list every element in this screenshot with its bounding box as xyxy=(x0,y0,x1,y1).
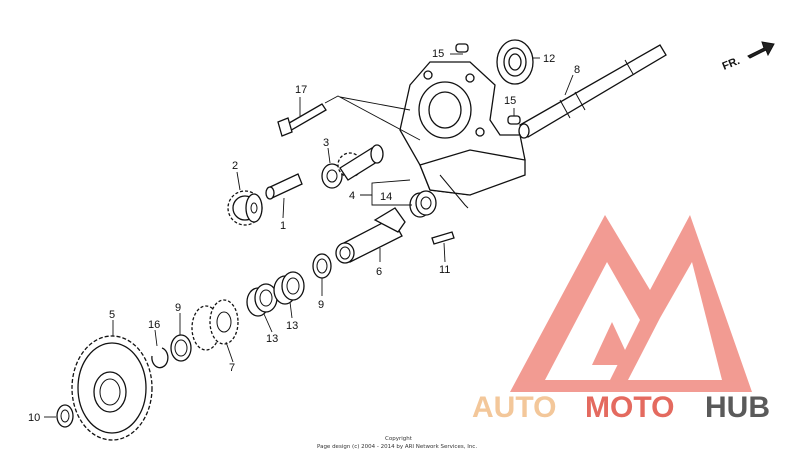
bearing xyxy=(496,39,534,85)
pin xyxy=(431,231,455,245)
label-4: 4 xyxy=(349,190,355,202)
label-6: 6 xyxy=(376,266,382,278)
label-9-lower: 9 xyxy=(175,302,181,314)
label-2: 2 xyxy=(232,160,238,172)
leader-bolt xyxy=(324,95,421,141)
footer-copyright-title: Copyright xyxy=(385,436,413,442)
label-17: 17 xyxy=(295,84,307,96)
watermark-hub: HUB xyxy=(705,391,770,424)
label-13-left: 13 xyxy=(266,333,278,345)
label-16: 16 xyxy=(148,319,160,331)
dowel-pin-lower xyxy=(507,115,521,125)
needle-bearing-13b xyxy=(273,271,305,305)
gear-assembly xyxy=(321,144,384,189)
gear-small xyxy=(227,190,263,226)
washer-lower xyxy=(170,334,192,362)
label-10: 10 xyxy=(28,412,40,424)
label-12: 12 xyxy=(543,53,555,65)
label-3: 3 xyxy=(323,137,329,149)
footer-copyright-line: Page design (c) 2004 - 2014 by ARI Netwo… xyxy=(317,444,477,450)
label-13-right: 13 xyxy=(286,320,298,332)
dowel-pin-upper xyxy=(455,43,469,53)
label-7: 7 xyxy=(229,362,235,374)
front-arrow-icon xyxy=(747,41,775,59)
watermark-logo xyxy=(510,215,752,392)
watermark-auto: AUTO xyxy=(472,391,556,424)
washer-upper xyxy=(312,253,332,279)
needle-bearing-13a xyxy=(246,283,278,317)
watermark-moto: MOTO xyxy=(585,391,674,424)
large-gear xyxy=(71,335,153,441)
housing xyxy=(399,61,526,209)
label-15-lower: 15 xyxy=(504,95,516,107)
collar xyxy=(265,173,303,200)
watermark-text: AUTO MOTO HUB xyxy=(472,391,770,424)
front-label: FR. xyxy=(721,55,742,73)
bolt xyxy=(277,103,327,137)
label-8: 8 xyxy=(574,64,580,76)
leader-housing xyxy=(339,96,411,111)
label-14: 14 xyxy=(380,191,392,203)
circlip xyxy=(151,347,169,369)
needle-bearing-14 xyxy=(409,190,437,218)
label-5: 5 xyxy=(109,309,115,321)
label-11: 11 xyxy=(439,264,450,276)
main-shaft xyxy=(518,44,667,139)
label-1: 1 xyxy=(280,220,286,232)
gear-double xyxy=(191,299,239,351)
shaft xyxy=(335,207,406,264)
label-15-upper: 15 xyxy=(432,48,444,60)
label-9-upper: 9 xyxy=(318,299,324,311)
washer-10 xyxy=(56,404,74,428)
leader-lines xyxy=(44,53,574,418)
front-direction-indicator: FR. xyxy=(721,41,775,73)
